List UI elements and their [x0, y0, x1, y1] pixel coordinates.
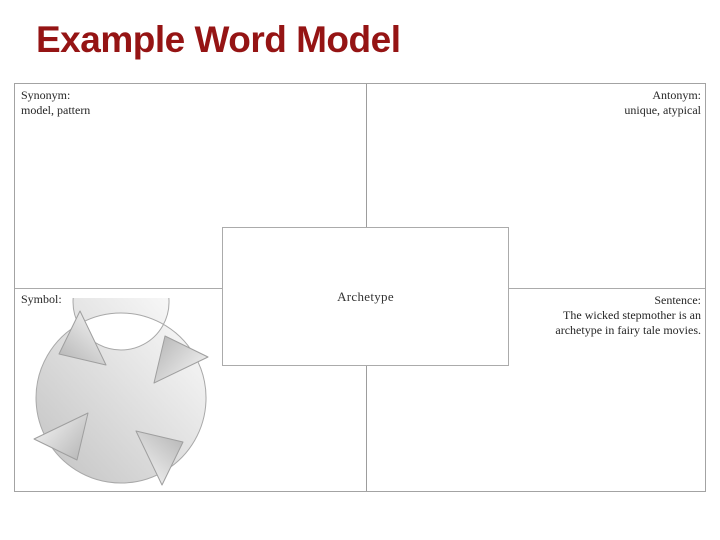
sentence-label: Sentence:: [654, 293, 701, 307]
antonym-value: unique, atypical: [624, 103, 701, 117]
word-model-grid: Synonym: model, pattern Antonym: unique,…: [14, 83, 706, 492]
synonym-value: model, pattern: [21, 103, 91, 117]
quadrant-synonym: Synonym: model, pattern: [21, 88, 90, 118]
antonym-label: Antonym:: [652, 88, 701, 102]
quadrant-sentence: Sentence: The wicked stepmother is an ar…: [526, 293, 701, 338]
slide-title: Example Word Model: [36, 19, 401, 60]
symbol-label: Symbol:: [21, 292, 62, 306]
quadrant-antonym: Antonym: unique, atypical: [624, 88, 701, 118]
cycle-arrows-icon: [33, 298, 209, 486]
center-word: Archetype: [337, 288, 394, 304]
synonym-label: Synonym:: [21, 88, 71, 102]
center-word-box: Archetype: [222, 227, 509, 366]
quadrant-symbol: Symbol:: [21, 292, 62, 307]
sentence-value: The wicked stepmother is an archetype in…: [555, 308, 701, 337]
